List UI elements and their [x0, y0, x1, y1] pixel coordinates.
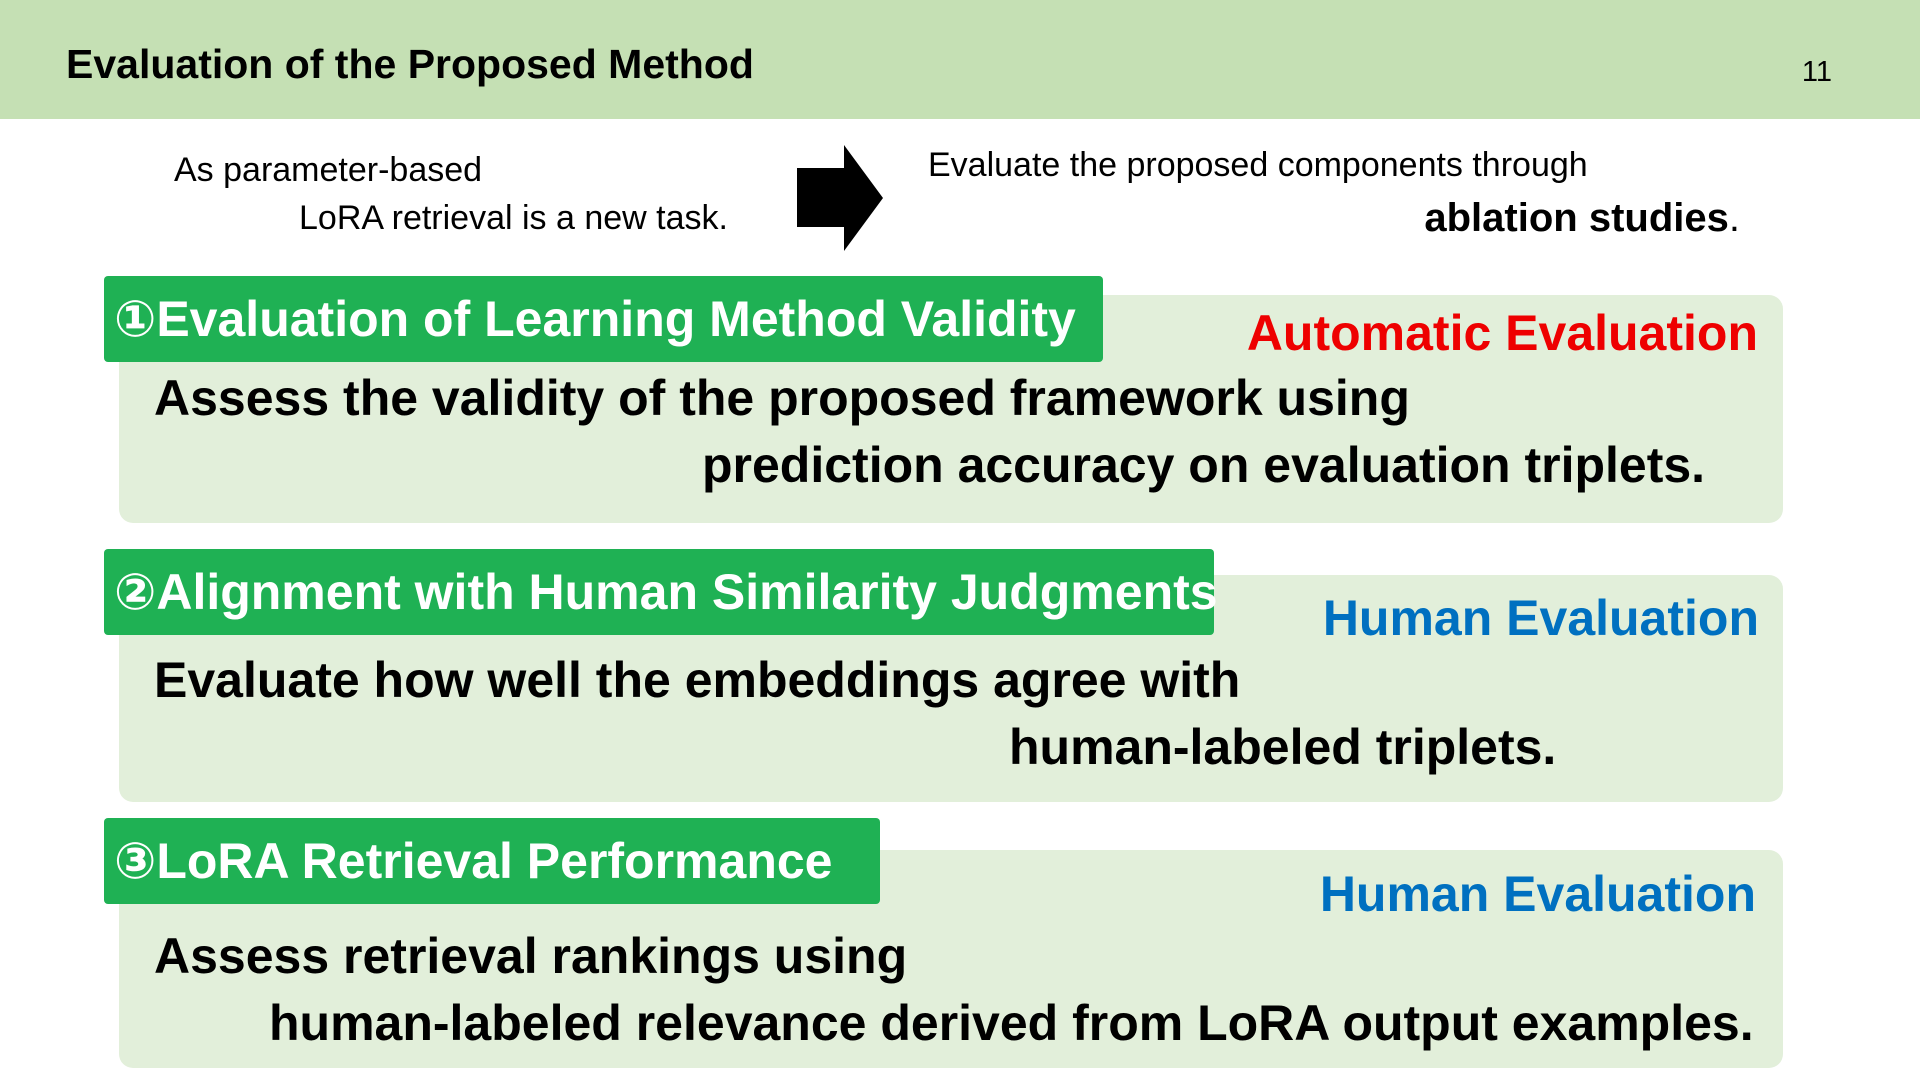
- section-3-desc-line-2: human-labeled relevance derived from LoR…: [269, 995, 1754, 1051]
- intro-left-line-1: As parameter-based: [174, 151, 483, 189]
- evaluation-label-1: Automatic Evaluation: [1246, 305, 1758, 361]
- evaluation-label-3: Human Evaluation: [1319, 866, 1756, 922]
- intro-left-line-2: LoRA retrieval is a new task.: [299, 199, 728, 237]
- slide-title: Evaluation of the Proposed Method: [66, 41, 754, 87]
- evaluation-label-2: Human Evaluation: [1322, 590, 1759, 646]
- ablation-studies-text: ablation studies: [1424, 196, 1729, 240]
- section-tag-1: ①Evaluation of Learning Method Validity: [104, 276, 1103, 362]
- section-2-desc-line-1: Evaluate how well the embeddings agree w…: [154, 652, 1241, 708]
- section-tag-3: ③LoRA Retrieval Performance: [104, 818, 880, 904]
- section-tag-2: ②Alignment with Human Similarity Judgmen…: [104, 549, 1218, 635]
- intro-right-line-2: ablation studies.: [1424, 192, 1740, 244]
- section-2-desc-line-2: human-labeled triplets.: [1009, 719, 1557, 775]
- period-text: .: [1728, 196, 1740, 240]
- section-1-desc-line-2: prediction accuracy on evaluation triple…: [702, 437, 1706, 493]
- header-bar: [0, 0, 1920, 119]
- right-arrow-icon: [797, 145, 883, 251]
- section-3-desc-line-1: Assess retrieval rankings using: [154, 928, 908, 984]
- intro-right-line-1: Evaluate the proposed components through: [928, 146, 1588, 184]
- slide-number: 11: [1801, 56, 1832, 88]
- section-1-desc-line-1: Assess the validity of the proposed fram…: [154, 370, 1410, 426]
